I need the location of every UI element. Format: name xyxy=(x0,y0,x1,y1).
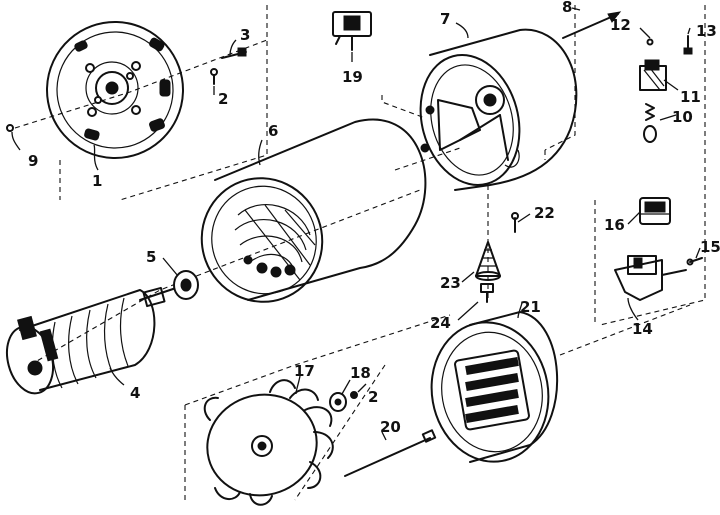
part-7-end-shield xyxy=(419,28,578,191)
part-12-screw xyxy=(646,38,654,46)
label-part-4: 4 xyxy=(130,384,140,402)
part-19-brush-holder xyxy=(332,11,372,51)
part-4-armature xyxy=(5,284,186,395)
label-part-14: 14 xyxy=(632,320,653,338)
label-part-24: 24 xyxy=(430,314,451,332)
label-part-12: 12 xyxy=(610,16,631,34)
label-part-2a: 2 xyxy=(218,90,228,108)
part-11-switch xyxy=(639,59,667,91)
label-part-7: 7 xyxy=(440,10,450,28)
part-24-screw xyxy=(480,283,494,303)
part-23-strain-relief xyxy=(475,241,501,281)
part-2-nut-lower xyxy=(350,391,358,399)
part-3-screw xyxy=(221,47,247,59)
part-1-end-bell xyxy=(46,21,184,159)
label-part-13: 13 xyxy=(696,22,717,40)
label-part-19: 19 xyxy=(342,68,363,86)
part-22-screw xyxy=(511,212,519,233)
assembly-guide-lines xyxy=(14,5,706,501)
part-6-field-housing xyxy=(200,118,427,303)
part-8-through-bolt xyxy=(562,11,622,39)
label-part-10: 10 xyxy=(672,108,693,126)
label-part-6: 6 xyxy=(268,122,278,140)
part-15-screw xyxy=(686,257,703,266)
part-number-labels: 1 2 2 3 4 5 6 7 8 9 10 11 12 13 14 15 16… xyxy=(28,0,720,436)
part-9-washer xyxy=(6,124,14,132)
label-part-23: 23 xyxy=(440,274,461,292)
label-part-1: 1 xyxy=(92,172,102,190)
part-17-fan xyxy=(203,379,334,506)
part-2-nut xyxy=(210,68,218,85)
label-part-9: 9 xyxy=(28,152,38,170)
label-part-22: 22 xyxy=(534,204,555,222)
part-20-bolt xyxy=(344,429,437,477)
part-5-bearing xyxy=(173,270,199,300)
part-13-screw xyxy=(683,35,693,55)
label-part-20: 20 xyxy=(380,418,401,436)
label-part-5: 5 xyxy=(146,248,156,266)
label-part-17: 17 xyxy=(294,362,315,380)
label-part-8: 8 xyxy=(562,0,572,16)
label-part-11: 11 xyxy=(680,88,701,106)
label-part-2b: 2 xyxy=(368,388,378,406)
label-part-18: 18 xyxy=(350,364,371,382)
part-10-spring xyxy=(643,103,657,143)
part-14-terminal-block xyxy=(614,255,687,301)
leader-lines xyxy=(11,7,701,441)
label-part-3: 3 xyxy=(240,26,250,44)
label-part-15: 15 xyxy=(700,238,720,256)
label-part-21: 21 xyxy=(520,298,541,316)
label-part-16: 16 xyxy=(604,216,625,234)
part-21-rear-cover xyxy=(430,311,559,463)
part-18-washer xyxy=(329,392,347,412)
part-16-capacitor xyxy=(639,197,671,225)
